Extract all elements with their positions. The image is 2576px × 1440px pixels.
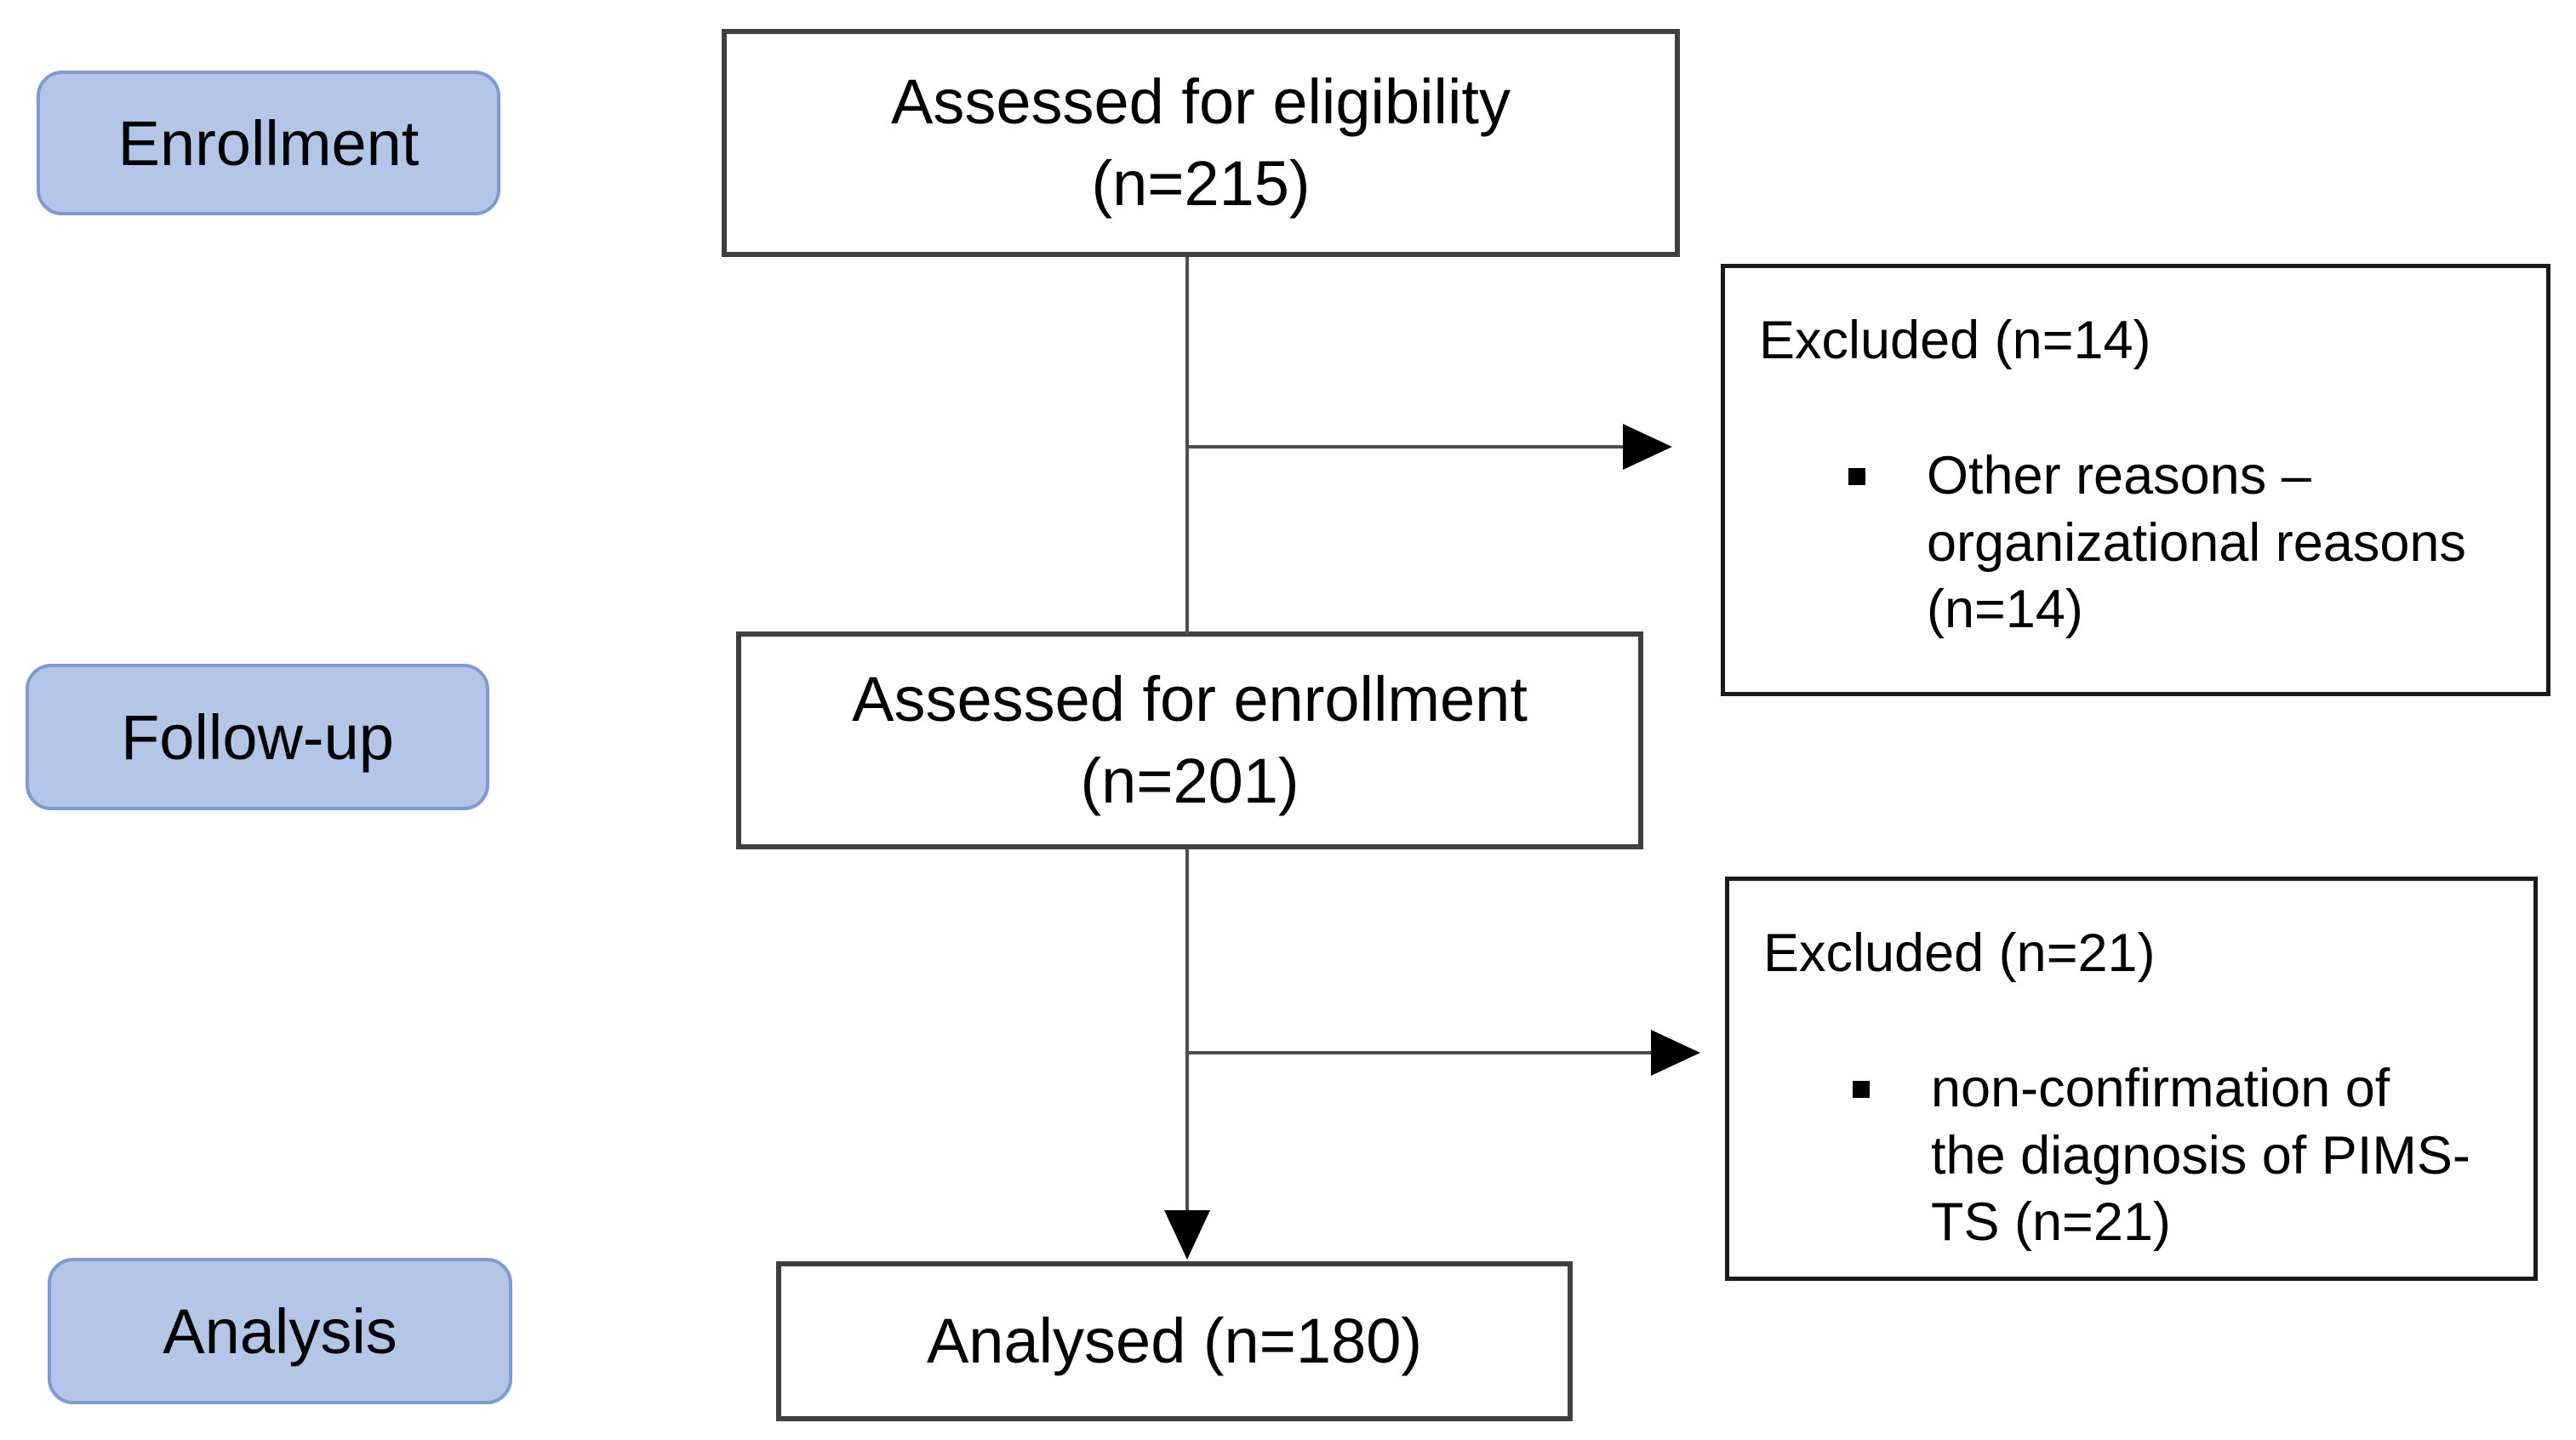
stage-label-follow-up-text: Follow-up: [121, 701, 394, 773]
stage-label-enrollment-text: Enrollment: [117, 107, 420, 179]
exclusion-box-2-bullet-line2: the diagnosis of PIMS-: [1931, 1125, 2470, 1186]
exclusion-box-1-bullet-line1: Other reasons –: [1927, 445, 2311, 506]
connector-branch-to-exclusion-1: [1187, 445, 1623, 449]
exclusion-box-1-bullet-item: Other reasons – organizational reasons (…: [1848, 443, 2546, 643]
exclusion-box-2-title: Excluded (n=21): [1763, 923, 2156, 983]
exclusion-box-1: Excluded (n=14) Other reasons – organiza…: [1721, 264, 2550, 696]
flow-box-assessed-eligibility-count: (n=215): [1091, 148, 1311, 219]
exclusion-box-1-bullet-text: Other reasons – organizational reasons (…: [1927, 443, 2466, 643]
connector-branch-to-exclusion-2: [1187, 1051, 1651, 1054]
connector-enrollment-to-analysed: [1185, 849, 1189, 1210]
flow-box-assessed-eligibility-line1: Assessed for eligibility: [891, 66, 1511, 137]
stage-label-analysis-text: Analysis: [163, 1295, 397, 1367]
stage-label-analysis: Analysis: [48, 1258, 512, 1404]
square-bullet-icon: [1853, 1080, 1870, 1098]
flow-box-assessed-enrollment: Assessed for enrollment (n=201): [736, 631, 1643, 849]
exclusion-box-2: Excluded (n=21) non-confirmation of the …: [1725, 877, 2538, 1281]
stage-label-enrollment: Enrollment: [37, 71, 500, 215]
flow-box-assessed-enrollment-count: (n=201): [1080, 746, 1299, 816]
flow-box-assessed-eligibility: Assessed for eligibility (n=215): [722, 29, 1680, 257]
exclusion-box-1-bullet-line2: organizational reasons: [1927, 512, 2466, 573]
exclusion-box-2-bullet-text: non-confirmation of the diagnosis of PIM…: [1931, 1055, 2470, 1256]
arrowhead-down-analysed-icon: [1164, 1210, 1210, 1260]
exclusion-box-2-bullet-item: non-confirmation of the diagnosis of PIM…: [1853, 1055, 2533, 1256]
stage-label-follow-up: Follow-up: [26, 664, 489, 810]
arrowhead-right-exclusion-2-icon: [1651, 1030, 1700, 1076]
flow-box-analysed: Analysed (n=180): [776, 1261, 1573, 1421]
flow-box-assessed-enrollment-line1: Assessed for enrollment: [852, 663, 1528, 734]
flow-box-analysed-line1: Analysed (n=180): [926, 1305, 1423, 1376]
square-bullet-icon: [1848, 467, 1865, 485]
exclusion-box-1-title: Excluded (n=14): [1759, 311, 2151, 370]
exclusion-box-1-bullet-line3: (n=14): [1927, 580, 2083, 640]
exclusion-box-2-bullet-line3: TS (n=21): [1931, 1192, 2171, 1253]
exclusion-box-2-bullet-line1: non-confirmation of: [1931, 1058, 2390, 1118]
arrowhead-right-exclusion-1-icon: [1623, 424, 1672, 470]
